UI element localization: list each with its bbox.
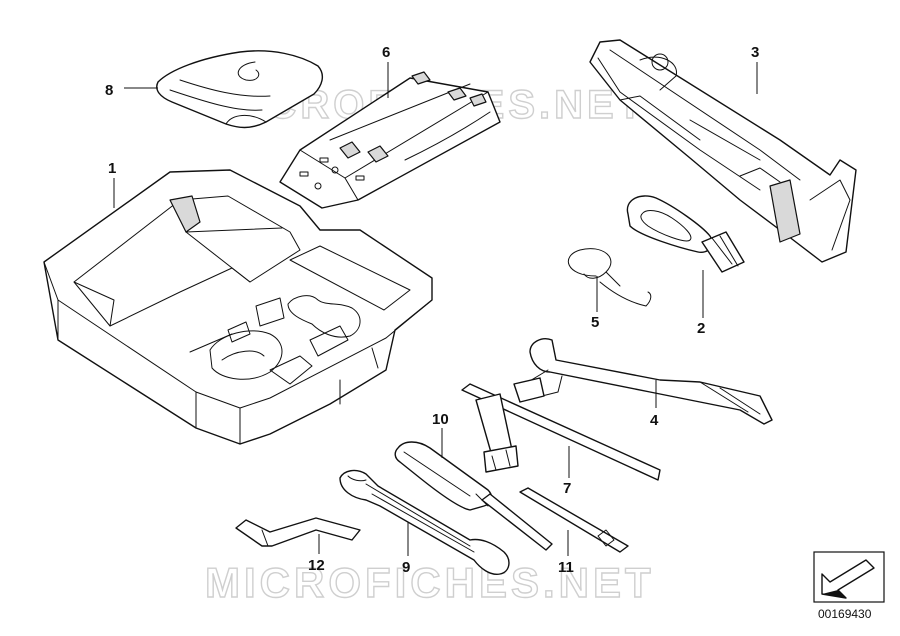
part-12-hex-key: [235, 517, 361, 547]
part-9-spanner: [339, 469, 510, 575]
callout-4: 4: [650, 412, 659, 429]
callout-2: 2: [697, 320, 705, 337]
callout-1: 1: [108, 160, 116, 177]
part-10-screwdriver: [394, 441, 553, 551]
callout-9: 9: [402, 559, 410, 576]
part-6-mounting-plate: [279, 71, 501, 209]
reference-number: 00169430: [818, 607, 872, 621]
part-3-car-jack: [589, 39, 857, 263]
callout-6: 6: [382, 44, 390, 61]
watermark-bottom: MICROFICHES.NET: [205, 559, 655, 606]
arrow-down-left-icon: [821, 559, 875, 599]
callout-12: 12: [308, 557, 325, 574]
callout-10: 10: [432, 411, 449, 428]
callout-8: 8: [105, 82, 113, 99]
part-1-tool-tray: [43, 169, 433, 445]
callout-7: 7: [563, 480, 571, 497]
part-5-wire-hook: [568, 248, 652, 307]
part-11-extension-rod: [519, 487, 629, 553]
part-7-socket-wrench: [461, 377, 661, 481]
callout-3: 3: [751, 44, 759, 61]
part-8-tool-pouch: [156, 50, 324, 129]
callout-11: 11: [558, 559, 574, 576]
part-2-tow-eye: [626, 195, 745, 273]
reference-box: [813, 551, 885, 603]
callout-5: 5: [591, 314, 599, 331]
